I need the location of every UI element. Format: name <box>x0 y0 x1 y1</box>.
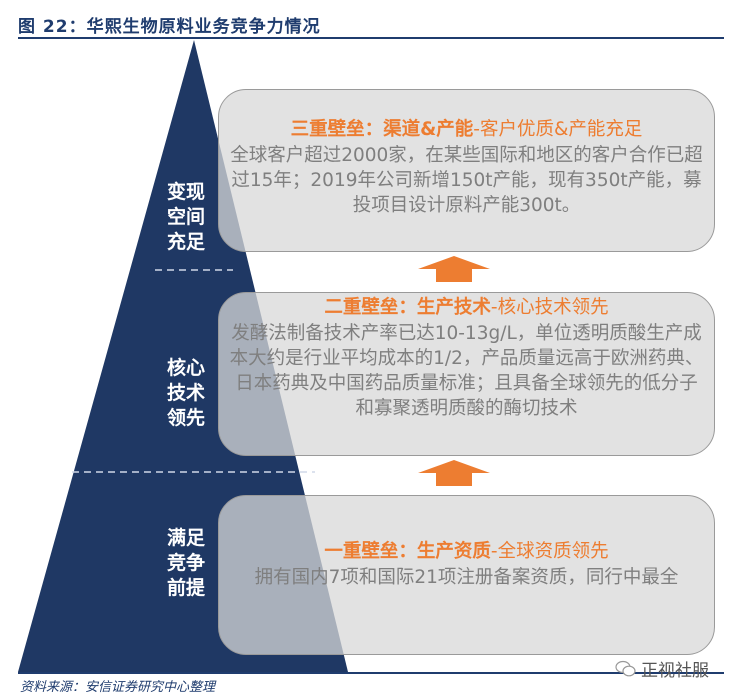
label-line: 领先 <box>166 407 205 429</box>
barrier-title-bold: 一重壁垒：生产资质 <box>324 541 491 562</box>
barrier-box-first: 一重壁垒：生产资质-全球资质领先 拥有国内7项和国际21项注册备案资质，同行中最… <box>218 495 715 655</box>
barrier-title-bold: 二重壁垒：生产技术 <box>324 297 491 318</box>
barrier-title: 一重壁垒：生产资质-全球资质领先 <box>249 539 684 565</box>
label-line: 空间 <box>166 206 205 228</box>
barrier-body: 拥有国内7项和国际21项注册备案资质，同行中最全 <box>254 567 679 588</box>
label-line: 技术 <box>166 382 205 404</box>
label-line: 竞争 <box>166 552 205 574</box>
label-line: 前提 <box>166 577 205 599</box>
title-divider <box>18 37 724 39</box>
bottom-divider <box>18 672 724 674</box>
barrier-body: 全球客户超过2000家，在某些国际和地区的客户合作已超过15年；2019年公司新… <box>230 145 703 216</box>
barrier-title-bold: 三重壁垒：渠道&产能 <box>290 119 474 140</box>
barrier-title-rest: -客户优质&产能充足 <box>473 119 643 140</box>
label-line: 变现 <box>166 181 205 203</box>
label-line: 满足 <box>166 527 205 549</box>
barrier-title: 三重壁垒：渠道&产能-客户优质&产能充足 <box>229 117 704 143</box>
up-arrow-icon <box>418 460 490 486</box>
watermark-text: 正视社服 <box>641 661 709 681</box>
barrier-title: 二重壁垒：生产技术-核心技术领先 <box>229 295 704 321</box>
source-note: 资料来源：安信证券研究中心整理 <box>20 680 216 695</box>
barrier-title-rest: -全球资质领先 <box>490 541 609 562</box>
barrier-box-third: 三重壁垒：渠道&产能-客户优质&产能充足 全球客户超过2000家，在某些国际和地… <box>218 89 715 252</box>
barrier-body: 发酵法制备技术产率已达10-13g/L，单位透明质酸生产成本大约是行业平均成本的… <box>229 323 704 419</box>
barrier-title-rest: -核心技术领先 <box>490 297 609 318</box>
barrier-box-second: 二重壁垒：生产技术-核心技术领先 发酵法制备技术产率已达10-13g/L，单位透… <box>218 292 715 456</box>
label-line: 核心 <box>166 357 205 379</box>
pyramid-level-middle-label: 核心 技术 领先 <box>161 356 211 431</box>
pyramid-level-top-label: 变现 空间 充足 <box>161 180 211 255</box>
wechat-icon <box>615 660 636 676</box>
figure-title: 图 22：华熙生物原料业务竞争力情况 <box>18 17 321 37</box>
label-line: 充足 <box>166 231 205 253</box>
watermark: 正视社服 <box>615 656 709 681</box>
pyramid-level-bottom-label: 满足 竞争 前提 <box>161 526 211 601</box>
up-arrow-icon <box>418 256 490 282</box>
